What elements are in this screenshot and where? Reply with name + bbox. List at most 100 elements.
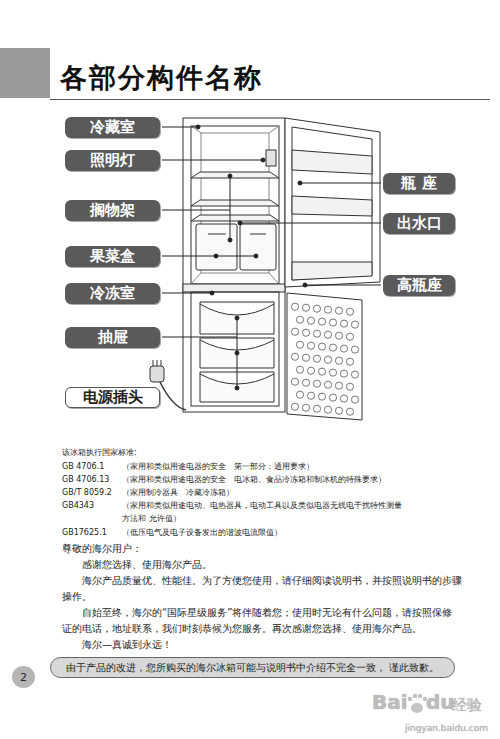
door-dot: [329, 369, 336, 376]
crisper-box: [240, 224, 276, 270]
fridge-body: [183, 118, 380, 420]
door-dot: [329, 344, 336, 351]
leader-dot: [214, 254, 218, 258]
tall-bottle-rack: [292, 262, 372, 280]
watermark: Bai: [372, 694, 408, 710]
part-name: 搁物架: [90, 201, 135, 220]
door-dot: [351, 321, 358, 328]
body-text: （家用和类似用途电动、电热器具，电动工具以及类似电器无线电干扰特性测量方法和 允…: [122, 499, 406, 525]
leader-dot: [254, 254, 258, 258]
door-dot: [318, 318, 325, 325]
notice-text: 由于产品的改进，您所购买的海尔冰箱可能与说明书中介绍不完全一致， 谨此致歉。: [66, 661, 439, 675]
door-dot: [318, 393, 325, 400]
body-text: GB17625.1: [62, 526, 107, 539]
paw-pad: [411, 703, 423, 713]
body-text: 尊敬的海尔用户：: [62, 541, 142, 557]
bottle-rack: [292, 150, 372, 174]
divider: [183, 284, 285, 292]
door-dot: [302, 304, 309, 311]
body-text: （家用和类似用途电器的安全 电冰箱、食品冷冻箱和制冰机的特殊要求）: [122, 473, 386, 486]
paw-toe: [418, 694, 423, 699]
page-number: 2: [12, 666, 35, 688]
door-dot: [296, 391, 303, 398]
door-dot: [340, 345, 347, 352]
part-label: 抽屉: [65, 327, 160, 348]
crisper-cover: [191, 215, 279, 221]
body-text: 海尔产品质量优、性能佳。为了方便您使用，请仔细阅读说明书，并按照说明书的步骤操作…: [62, 573, 462, 605]
leader-line: [305, 285, 381, 286]
part-label: 搁物架: [65, 200, 160, 221]
part-name: 出水口: [397, 214, 442, 233]
body-text: GB 4706.1: [62, 460, 104, 473]
door-dot: [340, 395, 347, 402]
door-dot: [351, 371, 358, 378]
door-dot: [313, 305, 320, 312]
door-dot: [313, 355, 320, 362]
body-text: （低压电气及电子设备发出的谐波电流限值）: [122, 526, 282, 539]
door-dot: [318, 368, 325, 375]
leader-lines: [162, 125, 381, 390]
body-text: 感谢您选择、使用海尔产品。: [62, 557, 462, 573]
leader-line: [162, 176, 230, 240]
plug-pins: [153, 360, 161, 366]
door-dot: [329, 394, 336, 401]
part-name: 电源插头: [83, 388, 143, 407]
body-text: 该冰箱执行国家标准:: [62, 446, 137, 459]
part-name: 冷冻室: [90, 284, 135, 303]
corner-tab: [0, 48, 50, 98]
door-dot: [346, 383, 353, 390]
leader-dot: [235, 316, 239, 320]
bottle-rack: [292, 196, 372, 216]
notice-band: 由于产品的改进，您所购买的海尔冰箱可能与说明书中介绍不完全一致， 谨此致歉。: [50, 657, 455, 678]
perspective-lines: [191, 126, 279, 284]
body-text: 海尔—真诚到永远！: [62, 637, 462, 653]
leader-line: [300, 183, 381, 184]
leader-dot: [235, 351, 239, 355]
leader-dot: [210, 291, 214, 295]
door-dot: [324, 406, 331, 413]
part-label: 高瓶座: [383, 275, 455, 296]
door-dot: [296, 316, 303, 323]
door-dot: [335, 407, 342, 414]
door-dot: [307, 367, 314, 374]
leader-dot: [228, 238, 232, 242]
door-dot: [291, 328, 298, 335]
page-number-text: 2: [20, 671, 27, 684]
part-name: 高瓶座: [397, 276, 442, 295]
shelf: [191, 172, 279, 178]
door-dot: [335, 382, 342, 389]
shelf: [191, 200, 279, 206]
door-dot: [351, 346, 358, 353]
leader-dot: [298, 181, 302, 185]
part-label: 照明灯: [65, 150, 160, 171]
door-dot: [324, 306, 331, 313]
leader-dot: [235, 386, 239, 390]
door-dot: [302, 354, 309, 361]
body-text: GB4343: [62, 499, 94, 512]
paw-toe: [408, 697, 413, 702]
door-dot: [302, 404, 309, 411]
body-text: GB 4706.13: [62, 473, 109, 486]
part-label: 电源插头: [65, 387, 160, 408]
paw-toe: [413, 694, 418, 699]
leader-dot: [238, 221, 242, 225]
door-dot: [313, 380, 320, 387]
part-name: 抽屉: [98, 328, 128, 347]
door-dot: [346, 308, 353, 315]
door-liner: [292, 127, 372, 280]
freezer-compartment: [191, 292, 279, 406]
door-dot: [324, 356, 331, 363]
leader-line: [162, 160, 263, 161]
body-text: 自始至终，海尔的“国际星级服务”将伴随着您；使用时无论有什么问题，请按照保修证的…: [62, 605, 462, 637]
part-name: 果菜盒: [90, 247, 135, 266]
leader-dot: [261, 158, 265, 162]
watermark: 经验: [452, 697, 482, 713]
title-rule: [50, 99, 490, 100]
door-dot: [335, 357, 342, 364]
door-dot: [324, 381, 331, 388]
door-dot: [346, 333, 353, 340]
leader-line: [162, 256, 256, 257]
part-name: 照明灯: [90, 151, 135, 170]
watermark: du: [426, 694, 455, 710]
lamp: [266, 150, 276, 166]
